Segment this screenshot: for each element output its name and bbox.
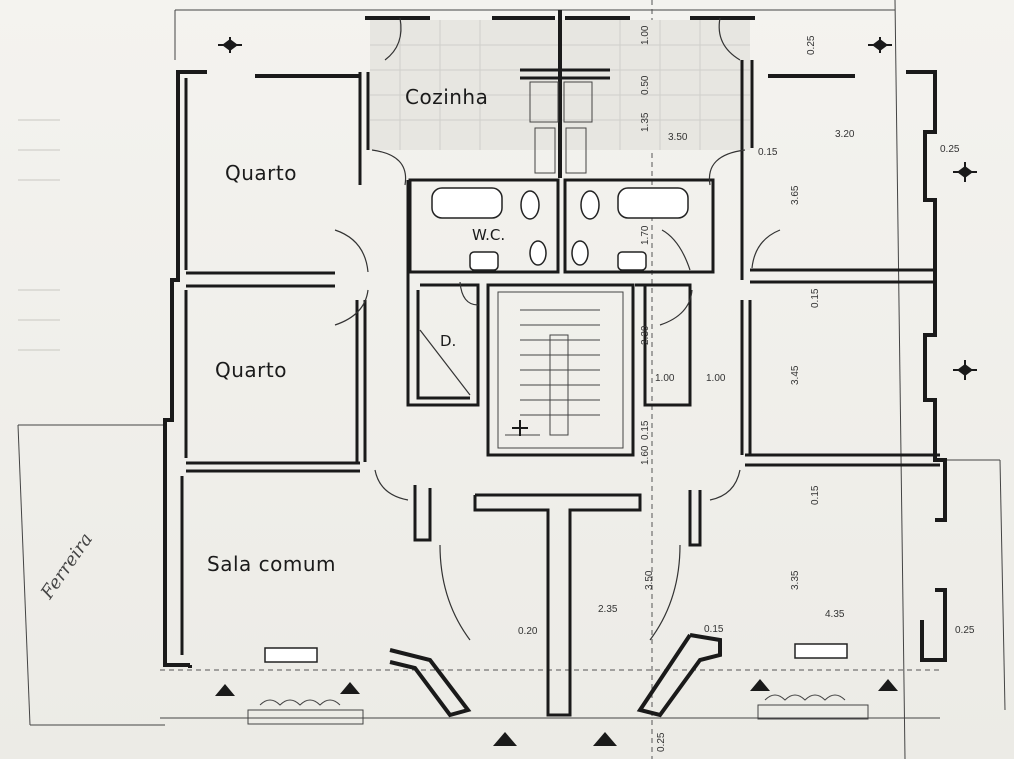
- dim-label: 3.45: [790, 365, 801, 385]
- dim-label: 0.25: [656, 732, 667, 752]
- marker-icon: [868, 37, 892, 53]
- room-label-cozinha: Cozinha: [405, 85, 488, 109]
- dim-label: 0.20: [518, 626, 538, 637]
- room-label-wc: W.C.: [472, 226, 505, 244]
- marker-icon: [512, 420, 528, 436]
- marker-icon: [953, 162, 977, 182]
- guide-lines: [17, 0, 1006, 759]
- door-swings: [334, 17, 781, 641]
- marker-icon: [878, 679, 898, 691]
- dim-label: 0.15: [640, 420, 651, 440]
- dimension-labels: 0.25 1.00 0.50 3.50 3.20 0.15 0.25 3.65 …: [518, 25, 975, 752]
- dim-label: 2.30: [640, 325, 651, 345]
- marker-icon: [593, 732, 617, 746]
- room-label-despensa: D.: [440, 332, 456, 350]
- central-walls: [473, 10, 642, 717]
- margin-hatching: [18, 119, 60, 351]
- room-label-quarto-top: Quarto: [225, 161, 297, 185]
- dim-label: 0.50: [640, 75, 651, 95]
- dim-label: 0.25: [806, 35, 817, 55]
- left-apartment-walls: [163, 16, 560, 718]
- staircase: [486, 283, 635, 457]
- signature: Ferreira: [36, 529, 97, 603]
- marker-icon: [750, 679, 770, 691]
- dim-label: 1.70: [640, 225, 651, 245]
- dim-label: 3.50: [668, 132, 688, 143]
- marker-icon: [340, 682, 360, 694]
- dim-label: 2.35: [598, 604, 618, 615]
- dim-label: 0.15: [758, 147, 778, 158]
- dim-label: 3.50: [644, 570, 655, 590]
- dim-label: 0.15: [810, 485, 821, 505]
- marker-icon: [953, 360, 977, 380]
- balcony-planters: [247, 694, 869, 725]
- reference-markers: [215, 37, 977, 746]
- dim-label: 3.65: [790, 185, 801, 205]
- room-labels: Cozinha Quarto Quarto Sala comum W.C. D.: [207, 85, 505, 576]
- dim-label: 4.35: [825, 609, 845, 620]
- dim-label: 1.35: [640, 112, 651, 132]
- right-apartment-walls: [563, 16, 947, 718]
- room-label-sala: Sala comum: [207, 552, 336, 576]
- dim-label: 0.15: [810, 288, 821, 308]
- dim-label: 3.35: [790, 570, 801, 590]
- room-label-quarto-mid: Quarto: [215, 358, 287, 382]
- dim-label: 1.00: [640, 25, 651, 45]
- dim-label: 0.15: [704, 624, 724, 635]
- marker-icon: [218, 37, 242, 53]
- dim-label: 1.60: [640, 445, 651, 465]
- marker-icon: [215, 684, 235, 696]
- dim-label: 3.20: [835, 129, 855, 140]
- dim-label: 1.00: [706, 373, 726, 384]
- dim-label: 0.25: [955, 625, 975, 636]
- dim-label: 1.00: [655, 373, 675, 384]
- sanitary-fixtures: [264, 187, 848, 663]
- dim-label: 0.25: [940, 144, 960, 155]
- marker-icon: [493, 732, 517, 746]
